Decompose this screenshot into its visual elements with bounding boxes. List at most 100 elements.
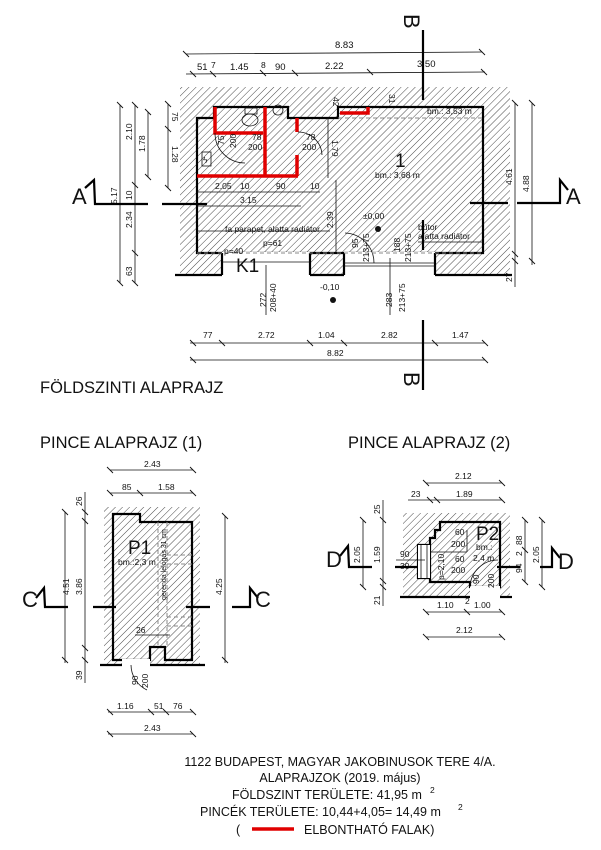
dim-top: 90 (275, 62, 286, 73)
section-label: A (72, 184, 87, 209)
dim-interior: 90 (276, 181, 286, 191)
dim-bottom-total: 8.82 (327, 348, 344, 358)
dim-right: 2 (514, 551, 524, 556)
dim-right: 27 (504, 272, 514, 282)
section-a: A A (72, 176, 581, 209)
dim-left: 2.10 (124, 123, 134, 140)
dim-left: 2.05 (352, 546, 362, 563)
furniture-note: bútor (418, 222, 438, 232)
door-sill: 283 (384, 293, 394, 307)
demolishable-walls (197, 107, 370, 178)
dim-top: 85 (122, 482, 132, 492)
furniture-note: alatta radiátor (418, 231, 470, 241)
basement-2-heading: PINCE ALAPRAJZ (2) (348, 434, 510, 452)
window-height: 200 (451, 539, 465, 549)
dim-bottom: 51 (154, 701, 164, 711)
address: 1122 BUDAPEST, MAGYAR JAKOBINUSOK TERE 4… (184, 755, 495, 769)
unit-superscript: 2 (430, 785, 435, 795)
dim-interior: 10 (240, 181, 250, 191)
door-height: 213+75 (361, 233, 371, 262)
dim-bottom: 76 (173, 701, 183, 711)
dim-bottom: 2 (465, 596, 470, 606)
dim-right: 2.05 (531, 546, 541, 563)
dim-top: 7 (211, 60, 216, 70)
section-label: B (399, 372, 424, 387)
dim-top: 2.43 (144, 459, 161, 469)
section-label: C (22, 587, 38, 612)
dim-top: 8 (261, 60, 266, 70)
section-c: C C (22, 584, 271, 612)
window-label: K1 (236, 256, 259, 277)
window-sill: 272 (258, 293, 268, 307)
dim-top: 1.89 (456, 489, 473, 499)
level-marker-icon (375, 226, 381, 232)
dim-left: 25 (372, 504, 382, 514)
dim-right: 88 (514, 535, 524, 545)
dim-left: 1.59 (372, 546, 382, 563)
section-d: D D (326, 543, 574, 574)
legend-label: ELBONTHATÓ FALAK) (304, 822, 434, 837)
dim-top: 1.58 (158, 482, 175, 492)
parapet-height: p=2,10 (436, 553, 446, 580)
dim-bottom: 1.47 (452, 330, 469, 340)
electric-panel-icon (201, 151, 212, 167)
dim-bottom: 1.04 (318, 330, 335, 340)
section-label: D (326, 547, 342, 572)
dim-top: 3.50 (417, 59, 436, 70)
room-height-label: bm.: (476, 542, 493, 552)
beam-note: gerenda lelógás 31 cm (161, 529, 168, 600)
level-label: ±0,00 (363, 211, 384, 221)
room-height-label: bm.:2,3 m (118, 557, 156, 567)
dim-top: 2.12 (455, 471, 472, 481)
dim-left: 10 (124, 190, 134, 200)
dim-bottom: 2.72 (258, 330, 275, 340)
dim-left: 75 (170, 112, 180, 122)
dim-wall: 42 (331, 97, 341, 107)
door-height: 200 (302, 142, 316, 152)
window-height: 208+40 (268, 283, 278, 312)
dim-top: 23 (411, 489, 421, 499)
dim-bottom: 2.82 (381, 330, 398, 340)
door-width: 78 (306, 132, 316, 142)
window-width: 60 (455, 527, 465, 537)
section-label: C (255, 587, 271, 612)
dim-right: 4.25 (214, 578, 224, 595)
dim-left: 5.17 (109, 187, 119, 204)
dim-bottom-total: 2.12 (456, 625, 473, 635)
door-height: 200 (248, 142, 262, 152)
ground-floor-plan: ϟ 8.83 51 7 1.45 8 90 2.22 3.50 42 31 bm… (40, 14, 581, 397)
door-height: 200 (486, 574, 496, 588)
door-width: 78 (252, 132, 262, 142)
dim-wall: 31 (387, 94, 397, 104)
level-marker-icon (330, 297, 336, 303)
dim-bottom-total: 2.43 (144, 723, 161, 733)
dim-bottom: 1.10 (437, 600, 454, 610)
legend-paren: ( (236, 823, 241, 837)
dim-left: 1.78 (137, 135, 147, 152)
window-width: 188 (392, 238, 402, 252)
room-height-label: bm.: 3,68 m (375, 170, 420, 180)
dim-left: 2.34 (124, 211, 134, 228)
dim-total-top: 8.83 (335, 40, 354, 51)
parapet-height: p=40 (224, 246, 243, 256)
title-block: 1122 BUDAPEST, MAGYAR JAKOBINUSOK TERE 4… (184, 755, 495, 837)
section-label: B (399, 14, 424, 29)
door-height: 213+75 (397, 283, 407, 312)
svg-text:ϟ: ϟ (203, 155, 208, 165)
window-height: 200 (451, 565, 465, 575)
dim-top: 51 (197, 62, 208, 73)
dim-left: 39 (74, 670, 84, 680)
sink-icon (272, 104, 284, 116)
dim-interior: 1.79 (330, 140, 340, 157)
dim-interior: 10 (310, 181, 320, 191)
dim-left: 21 (372, 595, 382, 605)
basement-area: PINCÉK TERÜLETE: 10,44+4,05= 14,49 m (200, 804, 441, 819)
basement-plan-1: PINCE ALAPRAJZ (1) gerenda lelógás 31 cm… (22, 434, 271, 738)
dim-right: 94 (514, 563, 524, 573)
dim-top: 2.22 (325, 61, 344, 72)
ground-floor-heading: FÖLDSZINTI ALAPRAJZ (40, 379, 223, 397)
ground-floor-area: FÖLDSZINT TERÜLETE: 41,95 m (232, 788, 422, 802)
entrance-opening (344, 252, 435, 276)
